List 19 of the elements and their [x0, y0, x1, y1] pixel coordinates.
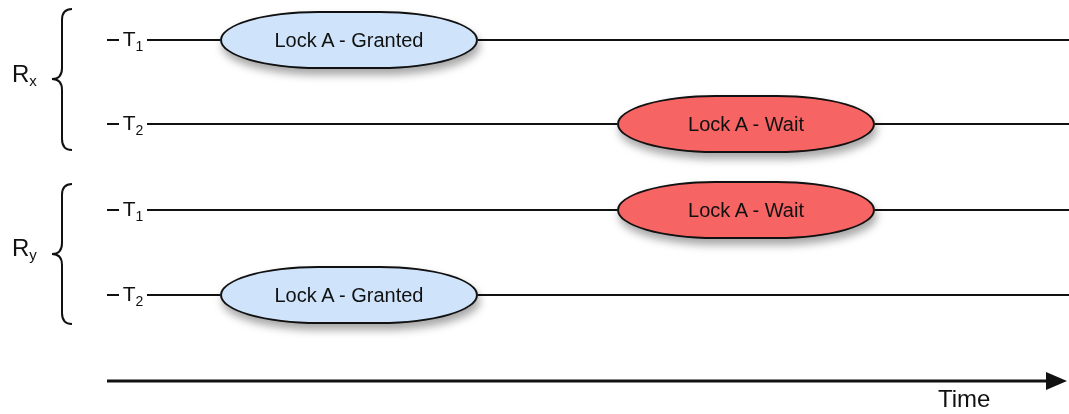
lock-state-pill: Lock A - Wait	[617, 181, 875, 239]
lock-state-pill: Lock A - Granted	[220, 266, 478, 324]
timeline-line	[106, 39, 120, 41]
resource-label: R$_{y}$	[12, 236, 37, 262]
timeline-line	[477, 294, 1069, 296]
lock-state-pill: Lock A - Wait	[617, 95, 875, 153]
timeline-line	[106, 209, 120, 211]
timeline-line	[477, 39, 1069, 41]
timeline-line	[106, 294, 120, 296]
timeline-line	[874, 123, 1069, 125]
timeline-line	[146, 209, 618, 211]
resource-label: R$_{x}$	[12, 62, 37, 88]
timeline-line	[146, 39, 221, 41]
timeline-line	[146, 123, 618, 125]
timeline-line	[874, 209, 1069, 211]
axis-label: Time	[938, 387, 991, 411]
timeline-line	[106, 123, 120, 125]
lock-state-pill: Lock A - Granted	[220, 11, 478, 69]
timeline-line	[146, 294, 221, 296]
